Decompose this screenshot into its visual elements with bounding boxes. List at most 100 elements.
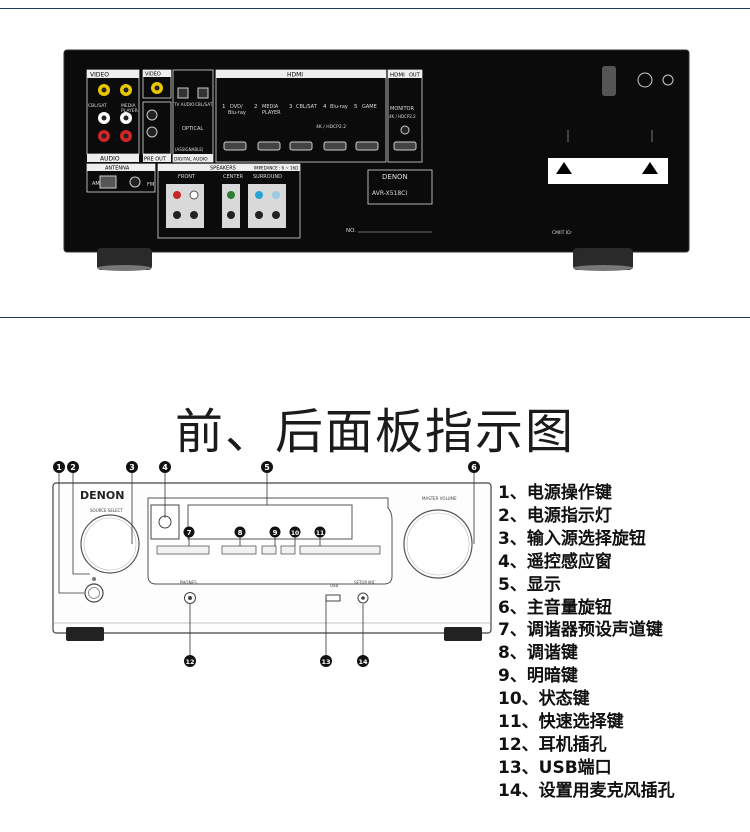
svg-text:3: 3: [289, 104, 293, 110]
source-select-knob: [80, 514, 140, 574]
rear-chassis: [63, 49, 690, 253]
callout-13: 13: [321, 658, 330, 666]
label-surround: SURROUND: [253, 174, 282, 180]
callout-3: 3: [129, 463, 135, 472]
legend-item: 10、状态键: [498, 689, 590, 710]
label-cbl-sat: CBL/SAT: [88, 103, 107, 109]
legend-item: 12、耳机插孔: [498, 734, 607, 755]
svg-text:1: 1: [222, 104, 226, 110]
label-hdcp-out: 4K / HDCP2.2: [389, 114, 416, 119]
callout-14: 14: [358, 658, 368, 666]
label-antenna: ANTENNA: [105, 166, 130, 172]
callout-8: 8: [238, 529, 243, 537]
label-source-select: SOURCE SELECT: [90, 508, 123, 513]
callout-2: 2: [70, 463, 76, 472]
label-master-volume: MASTER VOLUME: [422, 496, 457, 501]
legend-item: 5、显示: [498, 574, 561, 595]
label-hdmi-out-head: HDMI: [390, 73, 405, 79]
legend-item: 14、设置用麦克风插孔: [498, 780, 675, 801]
svg-text:CBL/SAT: CBL/SAT: [296, 104, 318, 110]
label-video: VIDEO: [90, 72, 109, 79]
label-phones: PHONES: [180, 580, 197, 585]
callout-12: 12: [185, 658, 194, 666]
rear-model: AVR-X518CI: [372, 190, 407, 197]
usb-port: [325, 594, 341, 602]
legend-item: 2、电源指示灯: [498, 505, 612, 526]
status-button: [280, 545, 296, 555]
label-optical: OPTICAL: [182, 126, 203, 132]
label-front: FRONT: [178, 174, 196, 180]
label-assignable: (ASSIGNABLE): [175, 147, 204, 152]
legend-item: 7、调谐器预设声道键: [498, 620, 663, 641]
svg-text:GAME: GAME: [362, 104, 377, 110]
callout-9: 9: [273, 529, 278, 537]
rear-panel-illustration: VIDEO CBL/SAT MEDIA PLAYER AUDIO VIDEO P…: [63, 49, 690, 271]
dimmer-button: [261, 545, 277, 555]
front-foot-right: [444, 627, 482, 641]
label-audio: AUDIO: [100, 156, 120, 163]
callout-5: 5: [264, 463, 270, 472]
rca-jacks-video: [98, 84, 132, 142]
callout-7: 7: [187, 529, 192, 537]
rear-foot-right: [573, 248, 633, 270]
label-impedance: IMPEDANCE : 6 ~ 16Ω: [254, 166, 298, 171]
legend-item: 9、明暗键: [498, 666, 578, 687]
quick-select-buttons: [299, 545, 381, 555]
tuning-buttons: [221, 545, 257, 555]
svg-text:4: 4: [323, 104, 327, 110]
tuner-preset-buttons: [156, 545, 210, 555]
label-tv-audio: TV AUDIO: [173, 102, 195, 107]
svg-text:5: 5: [354, 104, 358, 110]
svg-text:MEDIA: MEDIA: [262, 104, 279, 110]
svg-text:Blu-ray: Blu-ray: [228, 110, 246, 116]
label-cbl-sat-2: CBL/SAT: [195, 102, 213, 107]
front-foot-left: [66, 627, 104, 641]
rear-brand: DENON: [382, 173, 408, 181]
rear-no: NO.: [346, 228, 356, 234]
svg-text:2: 2: [254, 104, 258, 110]
callout-4: 4: [162, 463, 168, 472]
callout-6: 6: [471, 463, 477, 472]
label-hdmi-monitor: MONITOR: [390, 106, 414, 112]
label-speakers: SPEAKERS: [210, 166, 236, 172]
svg-text:PLAYER: PLAYER: [262, 110, 281, 116]
power-button: [84, 583, 104, 603]
svg-text:Blu-ray: Blu-ray: [330, 104, 348, 110]
label-fm: FM: [147, 182, 154, 188]
label-usb: USB: [330, 583, 338, 588]
rear-cmiit: CMIIT ID:: [552, 230, 572, 236]
label-media: MEDIA: [121, 103, 137, 109]
power-indicator: [92, 577, 96, 581]
svg-text:4K / HDCP2.2: 4K / HDCP2.2: [316, 124, 346, 130]
legend-item: 11、快速选择键: [498, 712, 624, 733]
legend-list: 1、电源操作键 2、电源指示灯 3、输入源选择旋钮 4、遥控感应窗 5、显示 6…: [498, 482, 675, 803]
legend-item: 6、主音量旋钮: [498, 597, 612, 618]
callout-11: 11: [316, 530, 324, 537]
label-am: AM: [92, 181, 100, 187]
callout-10: 10: [291, 530, 299, 537]
label-video-monitor: VIDEO: [145, 72, 161, 78]
callout-leader-lines: [58, 473, 475, 658]
label-pre-out: PRE OUT: [144, 157, 167, 163]
label-digital-audio: DIGITAL AUDIO: [174, 157, 208, 163]
rear-foot-left: [97, 248, 152, 270]
label-setup-mic: SETUP MIC: [354, 580, 376, 585]
legend-item: 4、遥控感应窗: [498, 551, 612, 572]
speaker-terminals: [166, 184, 286, 228]
label-hdmi-out: OUT: [409, 73, 421, 79]
hdmi-in-ports: 1 DVD/ Blu-ray 2 MEDIA PLAYER 3 CBL/SAT …: [222, 104, 379, 151]
label-center: CENTER: [223, 174, 244, 180]
top-divider: [0, 8, 750, 9]
label-player: PLAYER: [121, 108, 138, 114]
label-hdmi: HDMI: [287, 72, 303, 79]
front-panel-illustration: DENON SOURCE SELECT MASTER VOLUME PHONES…: [52, 461, 492, 667]
callout-badges: 1 2 3 4 5 6 7 8 9 10 11 12 13 14: [53, 461, 480, 667]
legend-item: 13、USB端口: [498, 757, 612, 778]
legend-item: 8、调谐键: [498, 643, 578, 664]
legend-item: 3、输入源选择旋钮: [498, 528, 646, 549]
callout-1: 1: [56, 463, 62, 472]
master-volume-knob: [403, 509, 473, 579]
legend-item: 1、电源操作键: [498, 483, 612, 503]
bottom-divider: [0, 317, 750, 318]
svg-text:DVD/: DVD/: [230, 104, 243, 110]
